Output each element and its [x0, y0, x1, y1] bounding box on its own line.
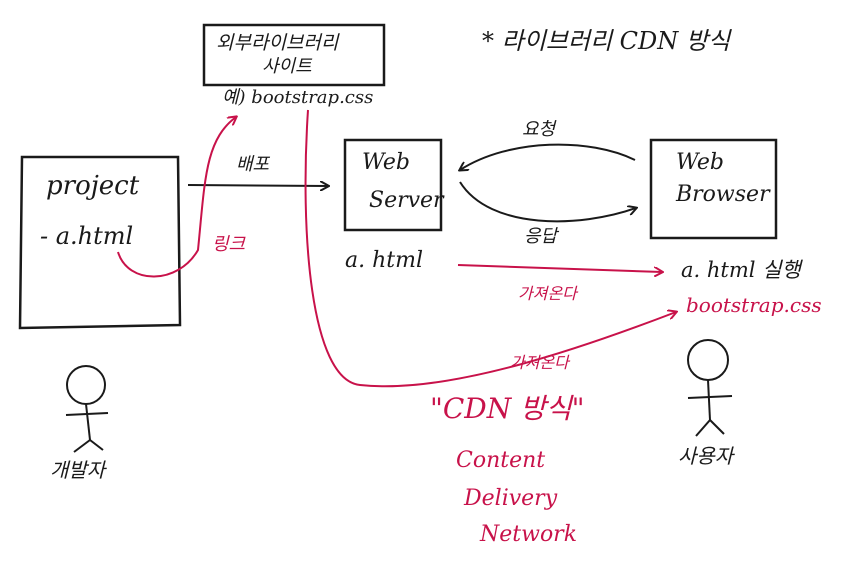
cdn-method-label: "CDN 방식" [430, 392, 585, 425]
web-server-line1: Web [362, 150, 410, 175]
deploy-label: 배포 [236, 154, 270, 175]
bootstrap-label: bootstrap.css [686, 293, 822, 317]
cdn-content: Content [456, 448, 546, 473]
diagram-title: * 라이브러리 CDN 방식 [482, 27, 731, 55]
response-label: 응답 [524, 226, 558, 247]
link-label: 링크 [212, 234, 246, 255]
web-browser-line2: Browser [676, 182, 770, 207]
user-label: 사용자 [678, 444, 734, 468]
project-label: project [46, 171, 140, 201]
developer-figure [65, 365, 109, 453]
developer-label: 개발자 [50, 458, 106, 482]
cdn-fetch-arrow [304, 109, 676, 388]
fetch-html-arrow [457, 264, 662, 272]
library-site-box [202, 23, 386, 87]
library-site-line1: 외부라이브러리 [216, 32, 339, 54]
web-browser-line1: Web [676, 150, 724, 175]
project-box [18, 155, 182, 330]
cdn-delivery: Delivery [464, 486, 558, 511]
user-figure [687, 339, 733, 437]
web-server-line2: Server [369, 188, 444, 213]
run-label: a. html 실행 [681, 258, 801, 282]
web-browser-box [649, 138, 778, 240]
request-label: 요청 [522, 119, 556, 140]
response-arrow [459, 181, 636, 223]
cdn-network: Network [480, 522, 578, 547]
fetch-html-label: 가져온다 [518, 284, 577, 303]
web-server-file: a. html [345, 248, 424, 273]
cdn-fetch-label: 가져온다 [510, 353, 569, 372]
deploy-arrow [187, 185, 328, 186]
web-server-box [343, 138, 443, 232]
library-example: 예) bootstrap.css [222, 87, 374, 108]
request-arrow [460, 143, 636, 170]
library-site-line2: 사이트 [262, 56, 312, 77]
link-arrow [117, 117, 236, 278]
project-file: - a.html [40, 222, 134, 250]
